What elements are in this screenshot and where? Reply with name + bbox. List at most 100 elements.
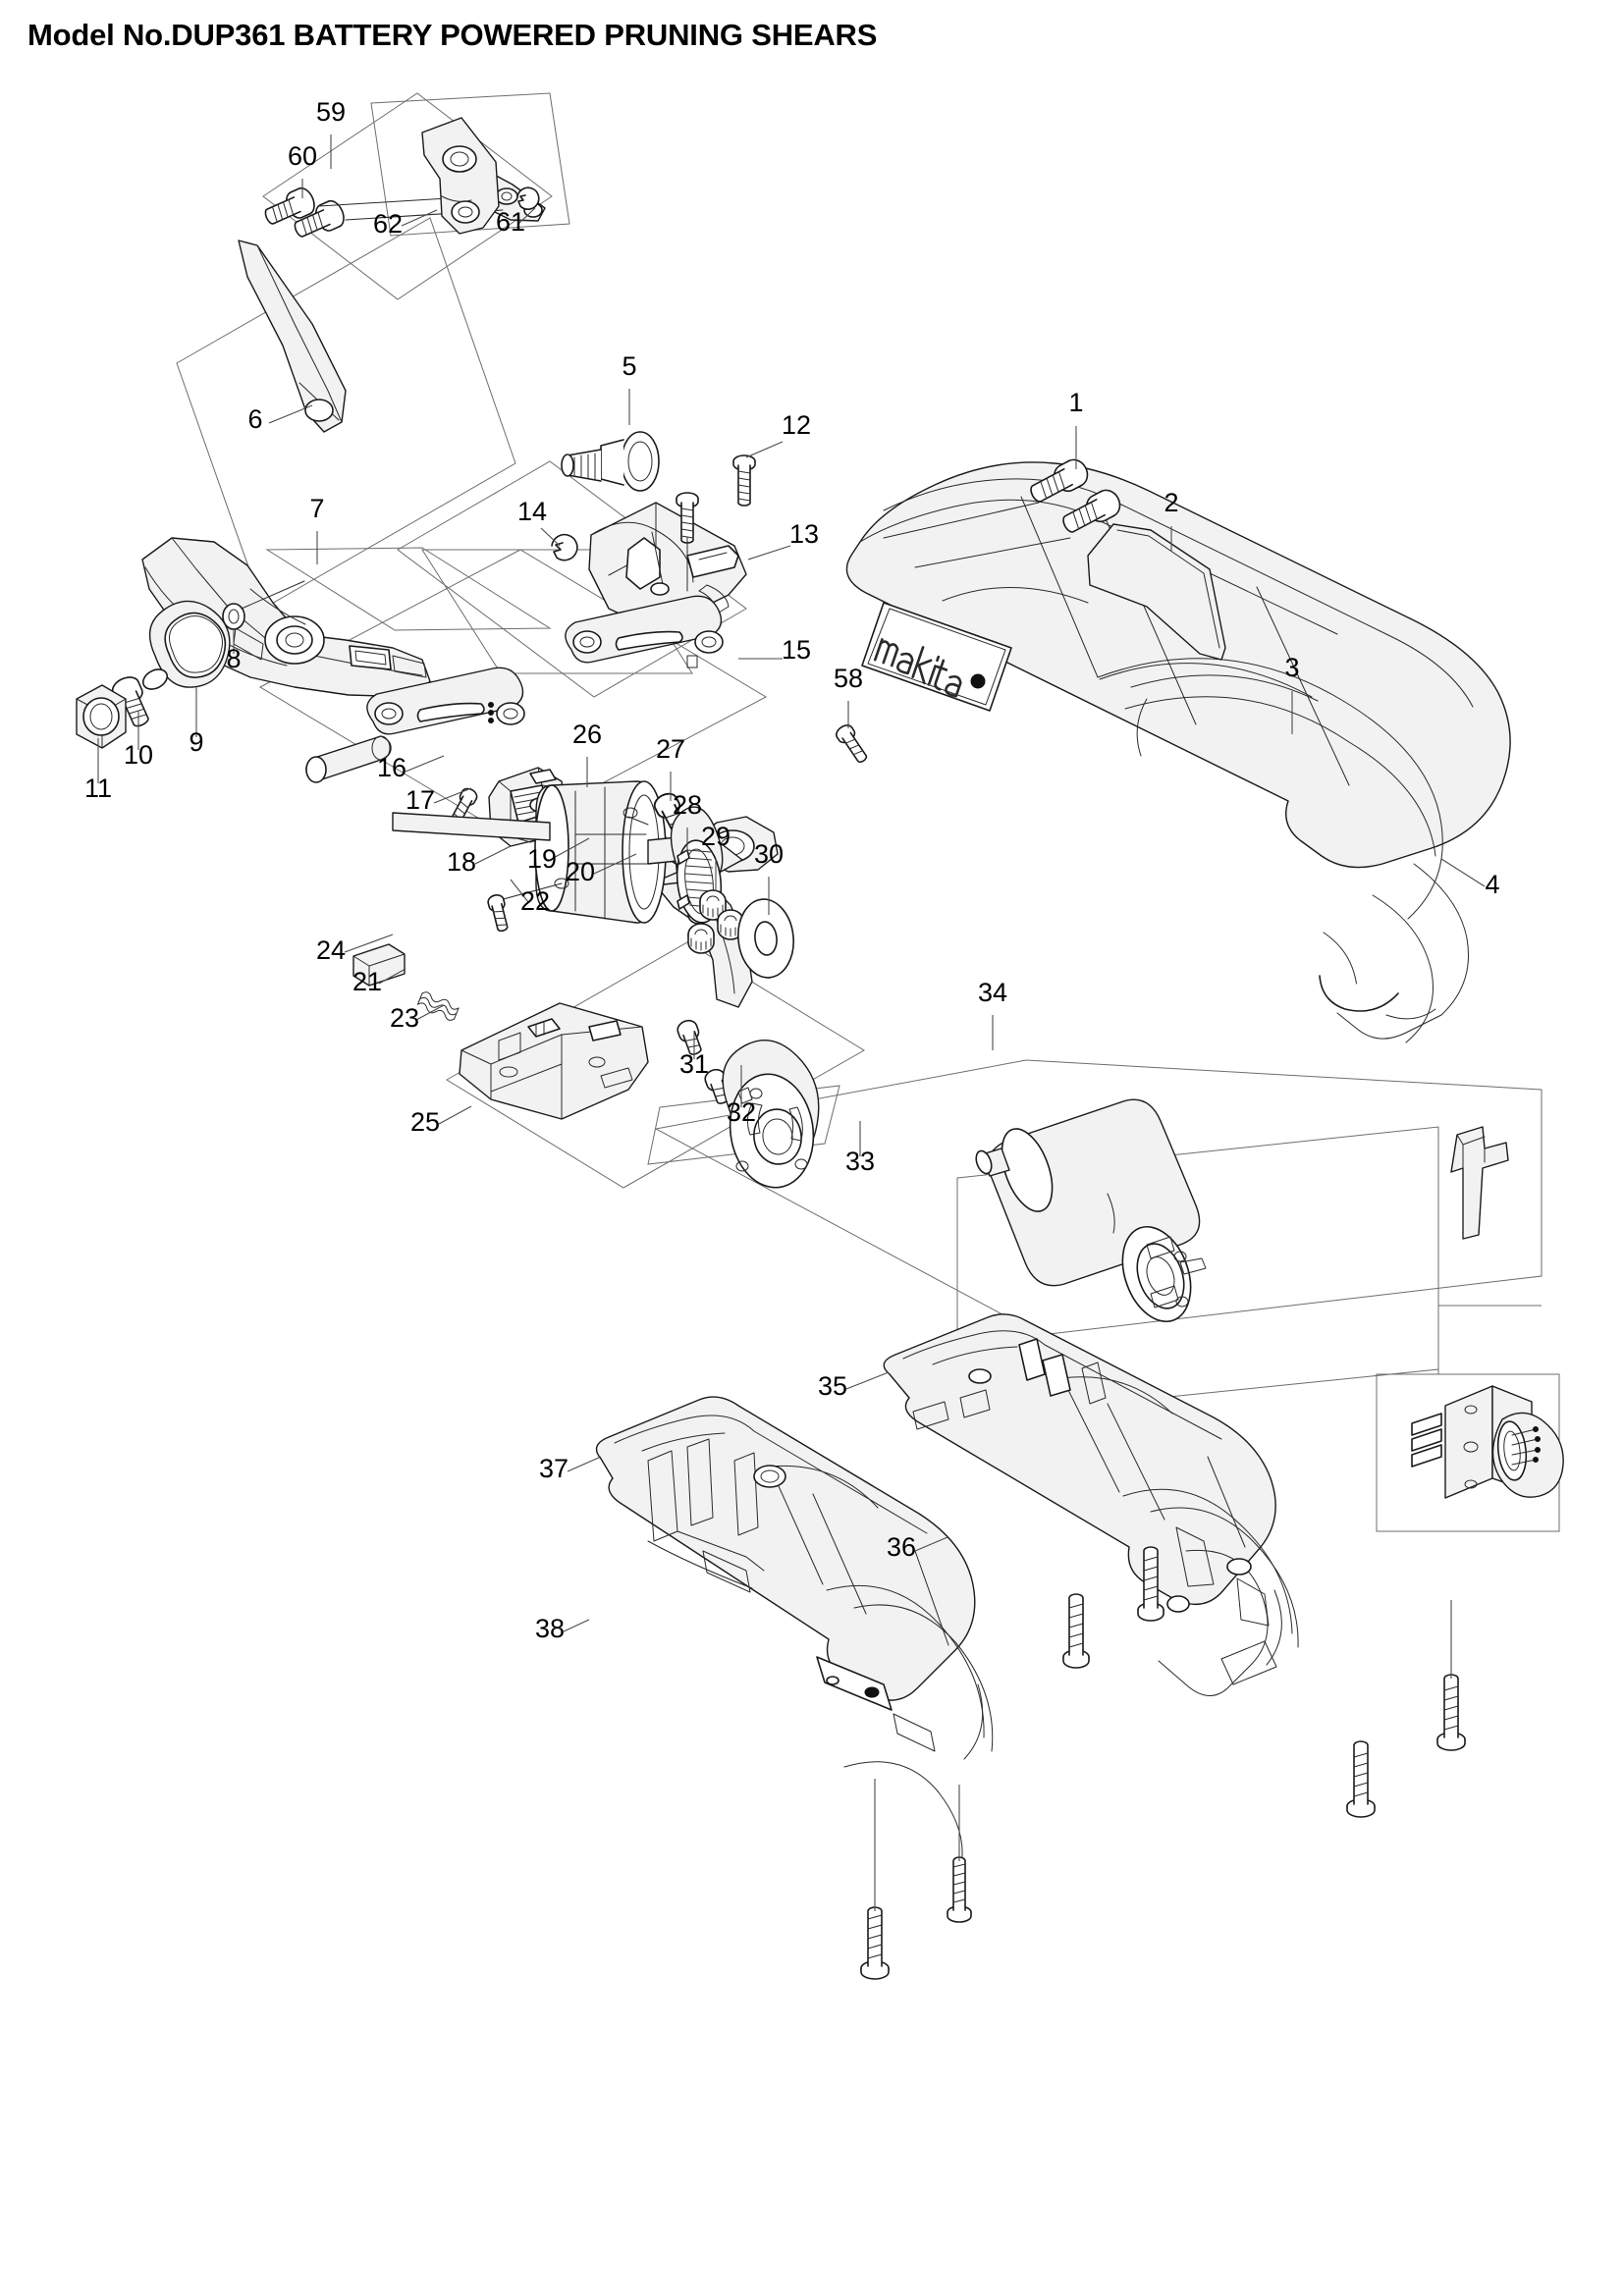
callout-13[interactable]: 13 [789, 519, 819, 549]
part-34-terminal-plate [1450, 1126, 1509, 1240]
part-5-shoulder-bolt [561, 431, 660, 492]
part-32-motor-bracket [722, 1040, 820, 1189]
part-21-rubber-cushion [352, 943, 406, 987]
brand-logo [861, 602, 1012, 712]
leader-line-6 [268, 404, 313, 424]
callout-30[interactable]: 30 [754, 839, 784, 869]
callout-22[interactable]: 22 [520, 886, 550, 916]
part-31-motor-screws [677, 1019, 730, 1104]
callout-25[interactable]: 25 [410, 1107, 440, 1137]
callout-11[interactable]: 11 [84, 774, 112, 803]
leader-line-36 [914, 1536, 948, 1552]
callout-16[interactable]: 16 [377, 753, 406, 782]
leader-line-16 [405, 755, 445, 773]
part-8-o-ring [222, 580, 305, 630]
callout-36[interactable]: 36 [887, 1532, 916, 1562]
callout-5[interactable]: 5 [622, 351, 636, 381]
leader-line-62 [401, 209, 438, 227]
callout-31[interactable]: 31 [679, 1049, 709, 1079]
callout-58[interactable]: 58 [834, 664, 863, 693]
leader-line-19 [549, 837, 590, 861]
part-38-tapping-screw [860, 1779, 972, 1980]
part-35-housing-right [883, 1313, 1299, 1696]
callout-6[interactable]: 6 [247, 404, 262, 434]
callout-10[interactable]: 10 [124, 740, 153, 770]
leader-line-21 [378, 968, 406, 985]
part-23-spring [417, 991, 460, 1021]
callout-59[interactable]: 59 [316, 97, 346, 127]
callout-24[interactable]: 24 [316, 935, 346, 965]
part-6-lower-blade [238, 240, 347, 433]
callout-62[interactable]: 62 [373, 209, 403, 239]
part-61-e-clip [516, 187, 540, 210]
callout-26[interactable]: 26 [572, 720, 602, 749]
part-9-lock-collar [141, 600, 231, 690]
callout-27[interactable]: 27 [656, 734, 685, 764]
leader-line-22 [510, 879, 529, 903]
part-33-dc-motor [975, 1098, 1207, 1323]
part-11-lock-nut [76, 684, 127, 749]
leader-line-4 [1440, 858, 1486, 887]
part-16-guide-pin [305, 735, 392, 783]
callout-29[interactable]: 29 [701, 822, 731, 851]
callout-17[interactable]: 17 [406, 785, 435, 815]
part-25-switch-holder [459, 1002, 649, 1120]
callout-12[interactable]: 12 [782, 410, 811, 440]
callout-23[interactable]: 23 [390, 1003, 419, 1033]
part-14-e-clip [551, 533, 578, 561]
callout-4[interactable]: 4 [1485, 870, 1499, 899]
callout-61[interactable]: 61 [496, 207, 525, 237]
leader-line-23 [415, 1004, 445, 1021]
leader-line-20 [593, 853, 637, 875]
leader-line-38 [563, 1619, 590, 1632]
leader-line-12 [745, 441, 784, 458]
callout-19[interactable]: 19 [527, 844, 557, 874]
callout-3[interactable]: 3 [1284, 653, 1299, 682]
callout-37[interactable]: 37 [539, 1454, 568, 1483]
callout-9[interactable]: 9 [189, 727, 203, 757]
part-29-roller-bearings [687, 889, 744, 954]
callout-15[interactable]: 15 [782, 635, 811, 665]
callout-1[interactable]: 1 [1068, 388, 1083, 417]
part-36-tapping-screws [1346, 1600, 1466, 1818]
part-58-bracket-screw [836, 724, 868, 764]
leader-line-14 [540, 527, 561, 547]
leader-line-37 [567, 1456, 602, 1472]
page-title: Model No.DUP361 BATTERY POWERED PRUNING … [27, 18, 878, 52]
leader-line-25 [438, 1105, 472, 1125]
callout-21[interactable]: 21 [352, 967, 382, 996]
callout-2[interactable]: 2 [1164, 488, 1178, 517]
part-30-thrust-washer [737, 898, 794, 979]
assembly-screws [1062, 1546, 1164, 1669]
part-37-housing-left [595, 1396, 994, 1878]
part-15-connecting-rod-lower [366, 667, 525, 735]
callout-35[interactable]: 35 [818, 1371, 847, 1401]
part-13-clamp-bracket [588, 492, 747, 631]
callout-32[interactable]: 32 [727, 1097, 756, 1127]
part-2-cover-plate [1087, 523, 1226, 661]
leader-line-13 [747, 545, 791, 561]
callout-20[interactable]: 20 [566, 857, 595, 886]
part-62-blade-hook [421, 117, 500, 235]
callout-28[interactable]: 28 [673, 790, 702, 820]
part-1-bolts [883, 458, 1121, 568]
leader-line-18 [474, 845, 512, 865]
callout-60[interactable]: 60 [288, 141, 317, 171]
leader-line-24 [344, 934, 394, 953]
callout-38[interactable]: 38 [535, 1614, 565, 1643]
callout-14[interactable]: 14 [517, 497, 547, 526]
callout-34[interactable]: 34 [978, 978, 1007, 1007]
callout-33[interactable]: 33 [845, 1147, 875, 1176]
callout-8[interactable]: 8 [226, 644, 241, 673]
callout-18[interactable]: 18 [447, 847, 476, 877]
connector-inset-part [1411, 1385, 1564, 1499]
part-12-pan-screw [732, 454, 756, 507]
leader-line-17 [433, 787, 472, 804]
leader-lines [97, 134, 1486, 1632]
part-15-connecting-rod-upper [565, 595, 724, 668]
callout-7[interactable]: 7 [309, 494, 324, 523]
